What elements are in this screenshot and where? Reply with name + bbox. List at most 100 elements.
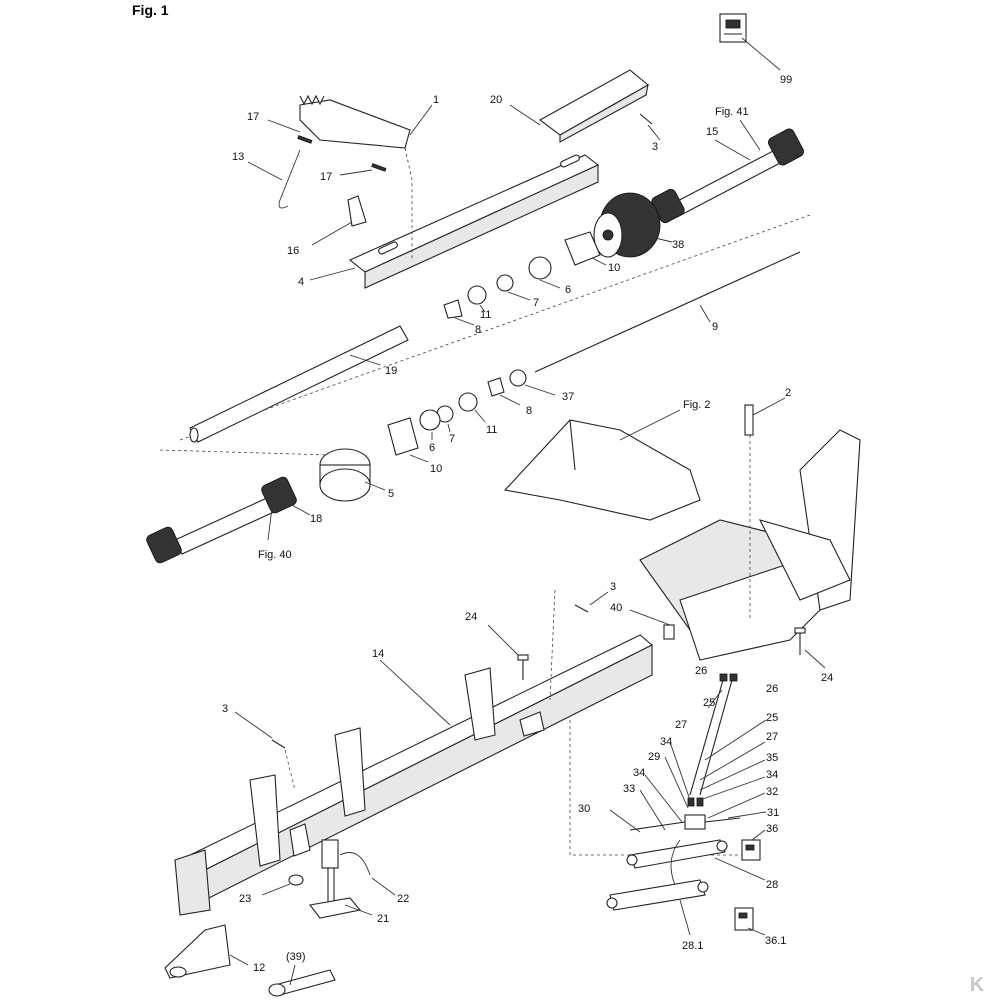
bolt-24a[interactable] — [517, 654, 529, 680]
label-9: 9 — [712, 321, 718, 333]
brand-logo-icon: K — [960, 972, 994, 996]
label-14: 14 — [372, 648, 384, 660]
pin-17b[interactable] — [371, 163, 387, 172]
bolt-3c[interactable] — [271, 739, 286, 749]
label-17a: 17 — [247, 111, 259, 123]
label-31: 31 — [767, 807, 779, 819]
cylinder-28[interactable] — [626, 839, 728, 886]
label-39: (39) — [286, 951, 306, 963]
pin-2[interactable] — [744, 404, 754, 436]
label-12: 12 — [253, 962, 265, 974]
valve-block[interactable] — [629, 797, 741, 831]
label-34b: 34 — [766, 769, 778, 781]
label-26b: 26 — [766, 683, 778, 695]
shaft-9[interactable] — [534, 251, 801, 373]
label-8a: 8 — [475, 324, 481, 336]
pto-shaft-15[interactable] — [650, 127, 805, 224]
label-1: 1 — [433, 94, 439, 106]
svg-text:K: K — [970, 974, 985, 996]
label-24a: 24 — [465, 611, 477, 623]
bolt-3a[interactable] — [639, 113, 653, 125]
hose-25[interactable] — [689, 679, 733, 796]
hitch-12[interactable] — [164, 924, 231, 979]
bolt-3b[interactable] — [574, 604, 589, 613]
cover-20[interactable] — [538, 69, 649, 143]
rod-13[interactable] — [278, 149, 301, 209]
pin-17a[interactable] — [297, 135, 313, 144]
decal-99[interactable] — [719, 13, 747, 43]
label-24b: 24 — [821, 672, 833, 684]
nut-26b[interactable] — [729, 673, 738, 682]
tube-19[interactable] — [189, 325, 409, 443]
bolt-24b[interactable] — [794, 627, 806, 655]
label-20: 20 — [490, 94, 502, 106]
jack-stand-21[interactable] — [309, 839, 362, 919]
label-5: 5 — [388, 488, 394, 500]
label-29: 29 — [648, 751, 660, 763]
label-10b: 10 — [430, 463, 442, 475]
label-13: 13 — [232, 151, 244, 163]
label-27a: 27 — [675, 719, 687, 731]
cable-22[interactable] — [339, 852, 371, 876]
label-27b: 27 — [766, 731, 778, 743]
label-fig41: Fig. 41 — [715, 106, 749, 118]
plate-16[interactable] — [347, 195, 367, 227]
label-23: 23 — [239, 893, 251, 905]
label-11a: 11 — [480, 309, 491, 321]
flange-6a[interactable] — [528, 256, 552, 280]
label-35: 35 — [766, 752, 778, 764]
flange-11a[interactable] — [467, 285, 487, 305]
bearing-7a[interactable] — [496, 274, 514, 292]
housing-10a[interactable] — [564, 231, 601, 266]
bracket-1[interactable] — [299, 94, 411, 149]
beam-14[interactable] — [174, 634, 653, 916]
label-21: 21 — [377, 913, 389, 925]
label-34a: 34 — [660, 736, 672, 748]
beam-4[interactable] — [348, 154, 600, 289]
label-6b: 6 — [429, 442, 435, 454]
label-6a: 6 — [565, 284, 571, 296]
label-15: 15 — [706, 126, 718, 138]
guard-5[interactable] — [319, 448, 371, 502]
eye-39[interactable] — [268, 969, 336, 997]
label-34c: 34 — [633, 767, 645, 779]
label-22: 22 — [397, 893, 409, 905]
flange-6b[interactable] — [419, 409, 441, 431]
washer-37[interactable] — [509, 369, 527, 387]
clutch-38[interactable] — [593, 192, 661, 258]
label-17b: 17 — [320, 171, 332, 183]
label-2: 2 — [785, 387, 791, 399]
label-7b: 7 — [449, 433, 455, 445]
collar-8b[interactable] — [487, 377, 505, 397]
label-3a: 3 — [652, 141, 658, 153]
flange-11b[interactable] — [458, 392, 478, 412]
main-frame-fig2[interactable] — [503, 419, 861, 661]
label-11b: 11 — [486, 424, 497, 436]
label-3c: 3 — [222, 703, 228, 715]
pin-23[interactable] — [288, 874, 304, 886]
label-30: 30 — [578, 803, 590, 815]
label-36: 36 — [766, 823, 778, 835]
decal-36-1[interactable] — [734, 907, 754, 931]
label-25a: 25 — [703, 697, 715, 709]
label-4: 4 — [298, 276, 304, 288]
label-16: 16 — [287, 245, 299, 257]
collar-8a[interactable] — [443, 299, 463, 319]
decal-36[interactable] — [741, 839, 761, 861]
label-3b: 3 — [610, 581, 616, 593]
cylinder-28-1[interactable] — [606, 879, 709, 911]
label-38: 38 — [672, 239, 684, 251]
label-fig40: Fig. 40 — [258, 549, 292, 561]
nut-26a[interactable] — [719, 673, 728, 682]
housing-10b[interactable] — [387, 417, 419, 456]
label-32: 32 — [766, 786, 778, 798]
label-36-1: 36.1 — [765, 935, 786, 947]
label-99: 99 — [780, 74, 792, 86]
plate-40[interactable] — [663, 624, 675, 640]
label-8b: 8 — [526, 405, 532, 417]
label-40: 40 — [610, 602, 622, 614]
label-28-1: 28.1 — [682, 940, 703, 952]
pto-shaft-18[interactable] — [145, 475, 298, 564]
label-25b: 25 — [766, 712, 778, 724]
